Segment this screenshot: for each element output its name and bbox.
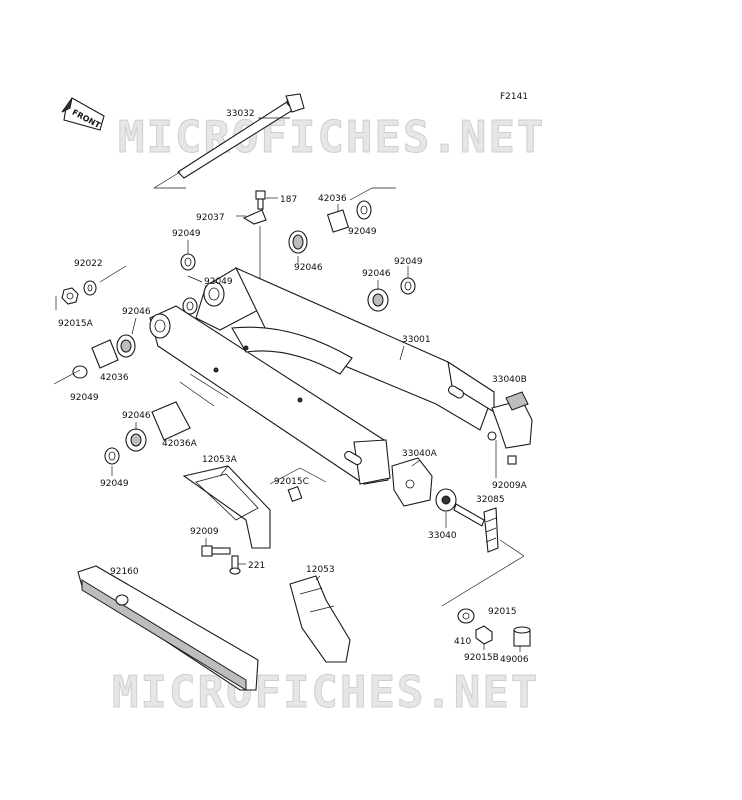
label-92015C: 92015C (274, 477, 309, 487)
nut-92015B (475, 625, 493, 645)
label-92037: 92037 (196, 213, 225, 223)
label-92046-a: 92046 (294, 263, 323, 273)
clip-92037 (242, 209, 267, 225)
chain-slider-92160 (77, 565, 259, 691)
bolt-187 (255, 190, 266, 210)
bolt-92009 (201, 545, 231, 557)
label-33001: 33001 (402, 335, 431, 345)
screw-221 (229, 555, 241, 575)
label-92049-e: 92049 (100, 479, 129, 489)
collar-42036A (151, 401, 191, 441)
label-12053A: 12053A (202, 455, 238, 465)
seal-92049-a (180, 253, 196, 271)
washer-92022 (83, 280, 97, 296)
chain-cover-12053 (289, 575, 351, 663)
label-32085: 32085 (476, 495, 505, 505)
label-410: 410 (454, 637, 471, 647)
label-33040A: 33040A (402, 449, 438, 459)
collar-42036-top (326, 209, 350, 233)
pivot-shaft (153, 93, 305, 189)
washer-410 (457, 608, 475, 624)
adjuster-33040A (391, 457, 433, 507)
label-92009A: 92009A (492, 481, 528, 491)
collar-92015C (287, 485, 303, 503)
watermark-bottom: MICROFICHES.NET (112, 667, 539, 718)
label-92046-c: 92046 (122, 411, 151, 421)
figure-code: F2141 (500, 92, 528, 102)
label-92049-d: 92049 (70, 393, 99, 403)
label-92015A: 92015A (58, 319, 94, 329)
label-42036-top: 42036 (318, 194, 347, 204)
label-42036A: 42036A (162, 439, 198, 449)
label-92049-b: 92049 (204, 277, 233, 287)
cap-49006 (513, 626, 531, 647)
label-92049-a: 92049 (172, 229, 201, 239)
bearing-92046-c (125, 428, 147, 452)
label-92015B: 92015B (464, 653, 499, 663)
label-92009: 92009 (190, 527, 219, 537)
seal-92049-right (400, 277, 416, 295)
label-33032: 33032 (226, 109, 255, 119)
label-49006: 49006 (500, 655, 529, 665)
bearing-92046-b (116, 334, 136, 358)
watermark-top: MICROFICHES.NET (118, 112, 545, 163)
label-187: 187 (280, 195, 297, 205)
label-33040B: 33040B (492, 375, 527, 385)
label-12053: 12053 (306, 565, 335, 575)
label-92046-right: 92046 (362, 269, 391, 279)
seal-92049-b (182, 297, 198, 315)
adjuster-33040 (435, 488, 485, 527)
front-arrow-icon: FRONT (61, 97, 105, 131)
label-92049-top: 92049 (348, 227, 377, 237)
label-92046-b: 92046 (122, 307, 151, 317)
label-92022: 92022 (74, 259, 103, 269)
bearing-92046-top (288, 230, 308, 254)
swingarm-33001 (149, 266, 495, 485)
nut-92015A (61, 287, 79, 305)
block-32085 (483, 507, 499, 553)
label-92015: 92015 (488, 607, 517, 617)
seal-92049-e (104, 447, 120, 465)
seal-92049-c (72, 365, 88, 379)
bearing-92046-right (367, 288, 389, 312)
collar-42036 (91, 339, 119, 369)
label-221: 221 (248, 561, 265, 571)
label-33040: 33040 (428, 531, 457, 541)
label-92160: 92160 (110, 567, 139, 577)
label-42036: 42036 (100, 373, 129, 383)
bracket-33040B (487, 391, 533, 449)
bolt-92009A (507, 455, 517, 465)
label-92049-right: 92049 (394, 257, 423, 267)
seal-92049-top (356, 200, 372, 220)
